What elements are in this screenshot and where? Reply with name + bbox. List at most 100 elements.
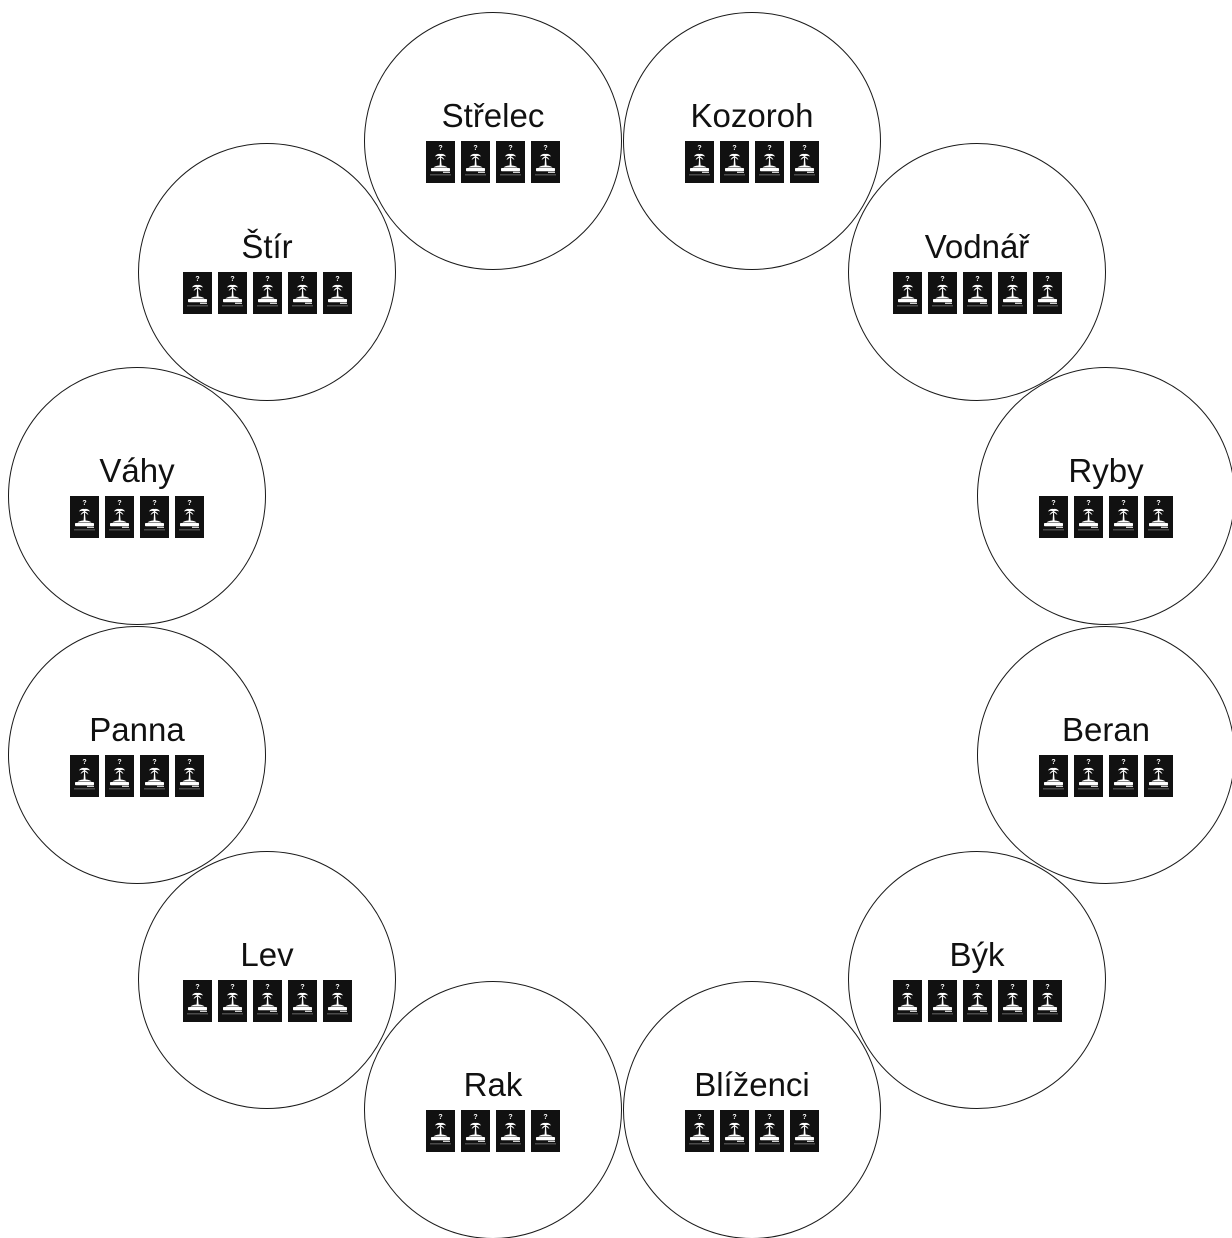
palm-island-icon: ? xyxy=(287,272,317,314)
palm-island-icon: ? xyxy=(685,1110,714,1152)
svg-text:?: ? xyxy=(1051,500,1055,507)
palm-island-icon: ? xyxy=(461,141,490,183)
card-row: ???? xyxy=(365,141,621,183)
svg-text:?: ? xyxy=(508,145,512,152)
palm-island-icon: ? xyxy=(1039,755,1068,797)
palm-island-icon: ? xyxy=(105,496,134,538)
svg-text:?: ? xyxy=(697,1114,701,1121)
svg-text:?: ? xyxy=(152,759,156,766)
svg-text:?: ? xyxy=(152,500,156,507)
svg-text:?: ? xyxy=(767,145,771,152)
svg-text:?: ? xyxy=(802,145,806,152)
sign-label: Rak xyxy=(463,1066,523,1103)
sign-stir: Štír ????? xyxy=(138,143,396,401)
svg-text:?: ? xyxy=(335,276,339,283)
svg-text:?: ? xyxy=(975,984,979,991)
svg-text:?: ? xyxy=(1010,276,1014,283)
palm-island-icon: ? xyxy=(892,980,922,1022)
svg-text:?: ? xyxy=(1086,759,1090,766)
palm-island-icon: ? xyxy=(287,980,317,1022)
palm-island-icon: ? xyxy=(496,1110,525,1152)
palm-island-icon: ? xyxy=(217,980,247,1022)
sign-rak: Rak ???? xyxy=(364,981,622,1238)
svg-text:?: ? xyxy=(82,759,86,766)
svg-text:?: ? xyxy=(975,276,979,283)
svg-text:?: ? xyxy=(1045,984,1049,991)
palm-island-icon: ? xyxy=(1109,755,1138,797)
sign-blizenci: Blíženci ???? xyxy=(623,981,881,1238)
palm-island-icon: ? xyxy=(1109,496,1138,538)
palm-island-icon: ? xyxy=(70,496,99,538)
card-row: ????? xyxy=(849,272,1105,314)
svg-text:?: ? xyxy=(697,145,701,152)
svg-text:?: ? xyxy=(1051,759,1055,766)
card-row: ???? xyxy=(624,1110,880,1152)
sign-label: Blíženci xyxy=(694,1066,810,1103)
svg-text:?: ? xyxy=(187,500,191,507)
card-row: ???? xyxy=(624,141,880,183)
sign-lev: Lev ????? xyxy=(138,851,396,1109)
svg-text:?: ? xyxy=(732,145,736,152)
svg-text:?: ? xyxy=(187,759,191,766)
svg-text:?: ? xyxy=(940,276,944,283)
svg-text:?: ? xyxy=(940,984,944,991)
palm-island-icon: ? xyxy=(997,272,1027,314)
svg-text:?: ? xyxy=(335,984,339,991)
palm-island-icon: ? xyxy=(140,496,169,538)
sign-label: Panna xyxy=(89,711,185,748)
sign-label: Kozoroh xyxy=(690,97,814,134)
palm-island-icon: ? xyxy=(755,141,784,183)
sign-label: Střelec xyxy=(441,97,545,134)
palm-island-icon: ? xyxy=(962,980,992,1022)
card-row: ???? xyxy=(978,496,1232,538)
palm-island-icon: ? xyxy=(70,755,99,797)
sign-panna: Panna ???? xyxy=(8,626,266,884)
sign-label: Štír xyxy=(241,228,293,265)
sign-strelec: Střelec ???? xyxy=(364,12,622,270)
palm-island-icon: ? xyxy=(790,141,819,183)
card-row: ????? xyxy=(139,980,395,1022)
svg-text:?: ? xyxy=(265,276,269,283)
svg-text:?: ? xyxy=(732,1114,736,1121)
palm-island-icon: ? xyxy=(1032,272,1062,314)
palm-island-icon: ? xyxy=(426,141,455,183)
palm-island-icon: ? xyxy=(322,980,352,1022)
svg-text:?: ? xyxy=(905,276,909,283)
svg-text:?: ? xyxy=(1086,500,1090,507)
svg-text:?: ? xyxy=(195,276,199,283)
svg-text:?: ? xyxy=(195,984,199,991)
palm-island-icon: ? xyxy=(892,272,922,314)
palm-island-icon: ? xyxy=(252,980,282,1022)
palm-island-icon: ? xyxy=(175,755,204,797)
palm-island-icon: ? xyxy=(217,272,247,314)
palm-island-icon: ? xyxy=(426,1110,455,1152)
svg-text:?: ? xyxy=(802,1114,806,1121)
card-row: ????? xyxy=(139,272,395,314)
svg-text:?: ? xyxy=(1156,500,1160,507)
svg-text:?: ? xyxy=(508,1114,512,1121)
svg-text:?: ? xyxy=(473,1114,477,1121)
card-row: ????? xyxy=(849,980,1105,1022)
svg-text:?: ? xyxy=(473,145,477,152)
svg-text:?: ? xyxy=(82,500,86,507)
sign-kozoroh: Kozoroh ???? xyxy=(623,12,881,270)
palm-island-icon: ? xyxy=(182,272,212,314)
card-row: ???? xyxy=(365,1110,621,1152)
sign-vodnar: Vodnář ????? xyxy=(848,143,1106,401)
sign-label: Býk xyxy=(949,936,1005,973)
palm-island-icon: ? xyxy=(720,1110,749,1152)
sign-beran: Beran ???? xyxy=(977,626,1232,884)
sign-ryby: Ryby ???? xyxy=(977,367,1232,625)
palm-island-icon: ? xyxy=(496,141,525,183)
svg-text:?: ? xyxy=(117,759,121,766)
palm-island-icon: ? xyxy=(531,1110,560,1152)
palm-island-icon: ? xyxy=(531,141,560,183)
palm-island-icon: ? xyxy=(1144,496,1173,538)
svg-text:?: ? xyxy=(265,984,269,991)
palm-island-icon: ? xyxy=(755,1110,784,1152)
palm-island-icon: ? xyxy=(720,141,749,183)
palm-island-icon: ? xyxy=(182,980,212,1022)
palm-island-icon: ? xyxy=(1144,755,1173,797)
svg-text:?: ? xyxy=(230,276,234,283)
svg-text:?: ? xyxy=(1010,984,1014,991)
